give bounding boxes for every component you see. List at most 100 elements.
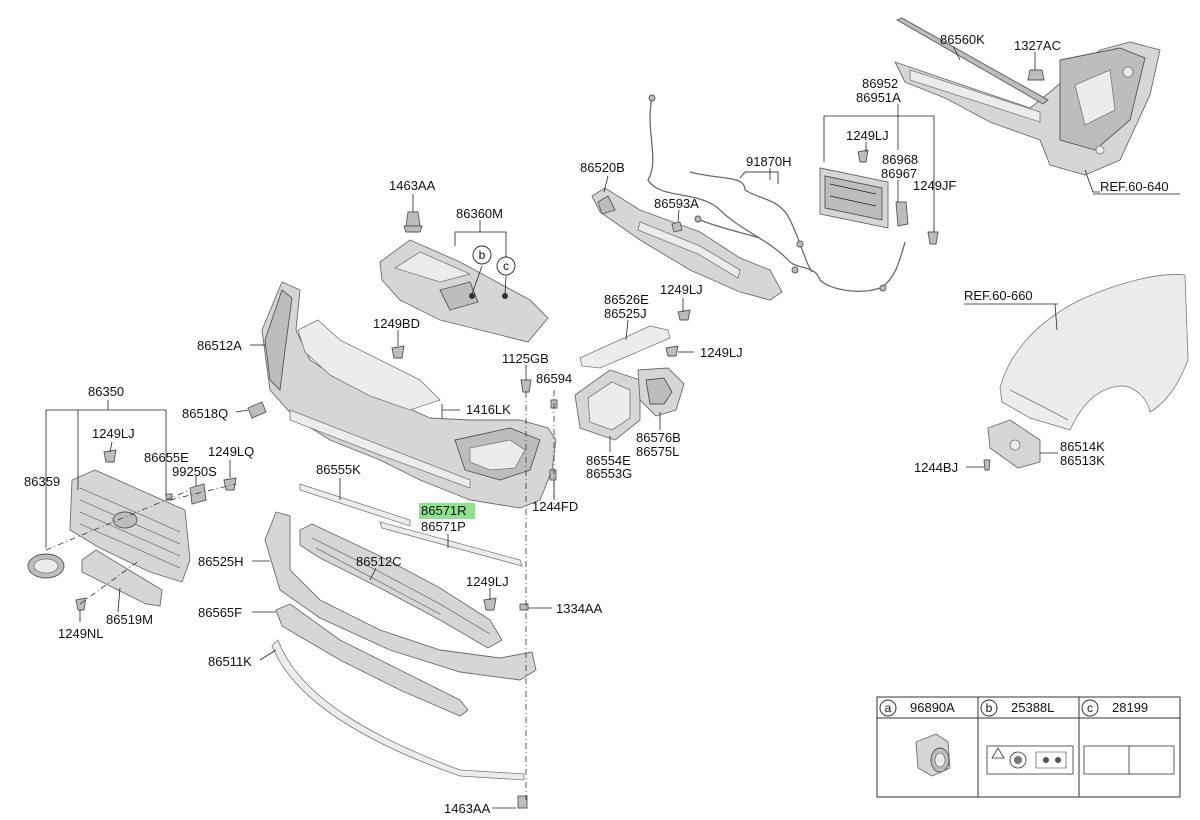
label-86952[interactable]: 86952 <box>862 76 898 91</box>
label-1327ac[interactable]: 1327AC <box>1014 38 1061 53</box>
label-1244fd[interactable]: 1244FD <box>532 499 578 514</box>
point-c <box>502 293 508 299</box>
label-1249lj-d[interactable]: 1249LJ <box>92 426 135 441</box>
screw-1249lq <box>223 477 237 491</box>
label-86525h[interactable]: 86525H <box>198 554 244 569</box>
label-86513k[interactable]: 86513K <box>1060 453 1105 468</box>
molding-86555k <box>299 483 411 527</box>
energy-absorber-86520b <box>591 187 783 301</box>
bolt-1249lj-fog <box>665 345 679 357</box>
leader-lines <box>45 45 1180 809</box>
legend-b: b 25388L <box>980 699 1074 775</box>
bracket-99250s <box>189 483 207 505</box>
label-1249lq[interactable]: 1249LQ <box>208 444 254 459</box>
label-28199-icon <box>1083 745 1175 775</box>
label-1463aa-top[interactable]: 1463AA <box>389 178 436 193</box>
label-86594[interactable]: 86594 <box>536 371 572 386</box>
label-1249bd[interactable]: 1249BD <box>373 316 420 331</box>
skid-plate-86565f <box>275 603 469 717</box>
label-86571p[interactable]: 86571P <box>421 519 466 534</box>
label-86555k[interactable]: 86555K <box>316 462 361 477</box>
fog-bracket-86554e <box>574 369 641 441</box>
legend-c-part[interactable]: 28199 <box>1112 700 1148 715</box>
label-86571r[interactable]: 86571R <box>421 503 467 518</box>
bolt-1125gb <box>520 379 532 393</box>
label-86512c[interactable]: 86512C <box>356 554 402 569</box>
label-99250s[interactable]: 99250S <box>172 464 217 479</box>
screw-1249lj-grille <box>103 449 117 463</box>
callout-b: b <box>472 245 492 265</box>
clip-86593a <box>671 221 683 233</box>
label-86514k[interactable]: 86514K <box>1060 439 1105 454</box>
bracket-86967 <box>895 201 909 227</box>
legend-a-letter: a <box>885 701 892 715</box>
label-86968[interactable]: 86968 <box>882 152 918 167</box>
grille-86350 <box>69 469 191 583</box>
label-86525j[interactable]: 86525J <box>604 306 647 321</box>
label-ref-60-640[interactable]: REF.60-640 <box>1100 179 1169 194</box>
label-1244bj[interactable]: 1244BJ <box>914 460 958 475</box>
screw-1249jf <box>927 231 939 245</box>
label-1249jf[interactable]: 1249JF <box>913 178 956 193</box>
label-1334aa[interactable]: 1334AA <box>556 601 603 616</box>
bolt-1327ac <box>1027 69 1045 81</box>
lower-bumper-86525h <box>264 511 537 681</box>
point-b <box>469 293 475 299</box>
fender-ref-60-660 <box>999 274 1189 431</box>
label-1249lj-c[interactable]: 1249LJ <box>700 345 743 360</box>
warning-label-25388l-icon <box>986 745 1074 775</box>
label-86593a[interactable]: 86593A <box>654 196 699 211</box>
emblem-86359 <box>27 553 65 579</box>
label-1463aa-bottom[interactable]: 1463AA <box>444 801 491 816</box>
screw-1244bj <box>983 459 991 471</box>
label-86360m[interactable]: 86360M <box>456 206 503 221</box>
label-86575l[interactable]: 86575L <box>636 444 679 459</box>
label-86520b[interactable]: 86520B <box>580 160 625 175</box>
label-1416lk[interactable]: 1416LK <box>466 402 511 417</box>
label-86554e[interactable]: 86554E <box>586 453 631 468</box>
label-86511k[interactable]: 86511K <box>208 654 252 669</box>
label-1249lj-e[interactable]: 1249LJ <box>466 574 509 589</box>
label-86560k[interactable]: 86560K <box>940 32 985 47</box>
bolt-1249bd <box>391 345 405 359</box>
legend-a-part[interactable]: 96890A <box>910 700 955 715</box>
screw-1249lj-upper <box>857 149 869 163</box>
label-86576b[interactable]: 86576B <box>636 430 681 445</box>
label-91870h[interactable]: 91870H <box>746 154 792 169</box>
label-86967[interactable]: 86967 <box>881 166 917 181</box>
molding-86571r <box>379 521 523 567</box>
label-86350[interactable]: 86350 <box>88 384 124 399</box>
label-86526e[interactable]: 86526E <box>604 292 649 307</box>
label-86518q[interactable]: 86518Q <box>182 406 228 421</box>
label-86519m[interactable]: 86519M <box>106 612 153 627</box>
label-86512a[interactable]: 86512A <box>197 338 242 353</box>
lower-grille-86512c <box>299 523 503 649</box>
label-86359[interactable]: 86359 <box>24 474 60 489</box>
bolt-1249lj-lower <box>483 597 497 611</box>
upper-strip-86560k <box>895 17 1049 105</box>
label-86565f[interactable]: 86565F <box>198 605 242 620</box>
bracket-86514k <box>987 419 1041 469</box>
label-1249lj-a[interactable]: 1249LJ <box>846 128 889 143</box>
clip-1334aa <box>519 603 529 611</box>
part-labels: 86560K 1327AC 86952 86951A 1249LJ 86968 … <box>24 32 1169 816</box>
label-86951a[interactable]: 86951A <box>856 90 901 105</box>
label-1125gb[interactable]: 1125GB <box>502 351 549 366</box>
label-1249nl[interactable]: 1249NL <box>58 626 104 641</box>
callout-c-text: c <box>503 259 509 273</box>
lip-86511k <box>271 639 525 781</box>
garnish-86526e <box>579 325 671 369</box>
clip-1463aa-top <box>403 211 423 233</box>
screw-1249nl <box>75 597 87 611</box>
label-86655e[interactable]: 86655E <box>144 450 189 465</box>
label-ref-60-660[interactable]: REF.60-660 <box>964 288 1033 303</box>
bumper-cover-86512a <box>261 281 557 509</box>
sensor-96890a-icon <box>915 733 951 777</box>
legend-b-part[interactable]: 25388L <box>1011 700 1054 715</box>
label-86553g[interactable]: 86553G <box>586 466 632 481</box>
label-1249lj-b[interactable]: 1249LJ <box>660 282 703 297</box>
radiator-support-assembly <box>894 41 1161 176</box>
clip-1463aa-bottom <box>517 795 528 809</box>
legend-c: c 28199 <box>1081 699 1175 775</box>
